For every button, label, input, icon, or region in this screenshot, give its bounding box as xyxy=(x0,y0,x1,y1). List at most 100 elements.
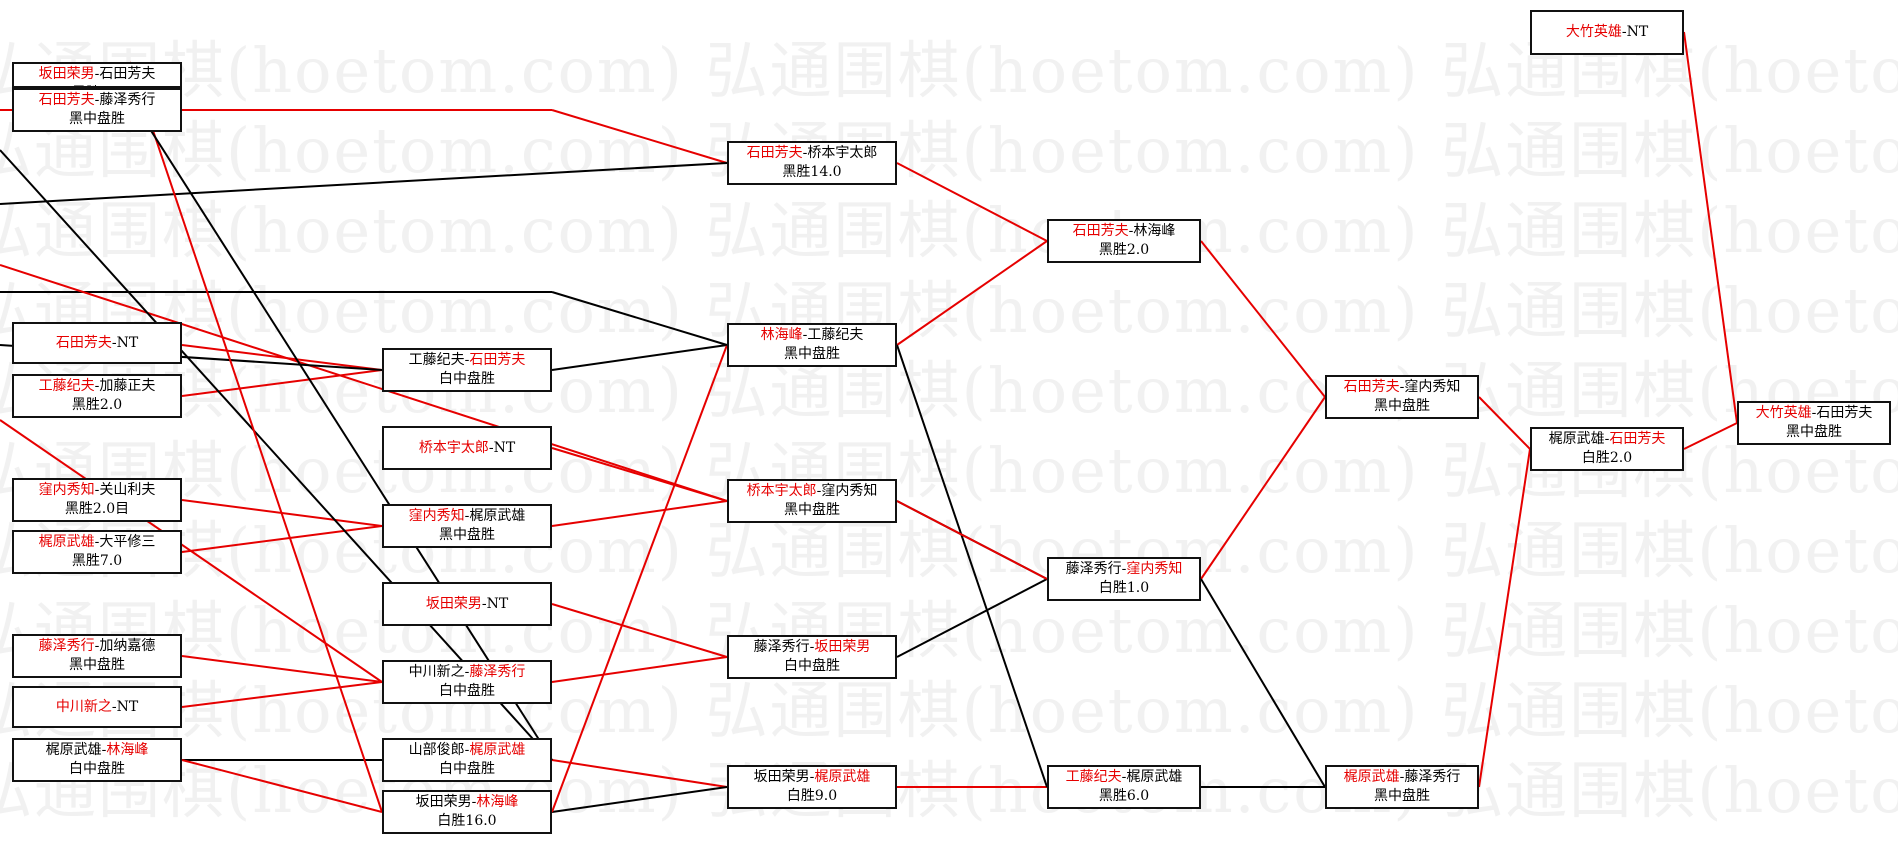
versus-dash: - xyxy=(94,378,100,394)
player-b: 窪内秀知 xyxy=(1404,379,1461,395)
player-b: 梶原武雄 xyxy=(469,508,526,524)
player-a: 石田芳夫 xyxy=(746,145,803,161)
versus-dash: - xyxy=(464,508,470,524)
versus-dash: - xyxy=(802,327,808,343)
match-players: 石田芳夫-林海峰 xyxy=(1049,222,1199,241)
match-box: 石田芳夫-藤泽秀行黑中盘胜 xyxy=(12,88,182,132)
versus-dash: - xyxy=(1604,431,1610,447)
match-result: 白中盘胜 xyxy=(439,371,495,387)
player-b: 加纳嘉德 xyxy=(99,638,156,654)
match-result: 黑中盘胜 xyxy=(1374,398,1430,414)
bracket-connector xyxy=(551,656,728,683)
bracket-connector xyxy=(551,603,728,658)
versus-dash: - xyxy=(94,534,100,550)
versus-dash: - xyxy=(101,742,107,758)
bracket-connector xyxy=(551,759,728,788)
player-b: 关山利夫 xyxy=(99,482,156,498)
match-result: 黑中盘胜 xyxy=(69,111,125,127)
match-result: 黑胜2.0 xyxy=(1098,242,1150,258)
match-box: 藤泽秀行-窪内秀知白胜1.0 xyxy=(1047,557,1201,601)
versus-dash: - xyxy=(111,699,117,715)
match-players: 石田芳夫-NT xyxy=(14,325,180,361)
player-b: 大平修三 xyxy=(99,534,156,550)
bracket-connector xyxy=(551,109,728,164)
versus-dash: - xyxy=(809,639,815,655)
bracket-connector xyxy=(551,344,728,813)
player-a: 石田芳夫 xyxy=(38,92,95,108)
player-a: 桥本宇太郎 xyxy=(418,440,489,456)
match-box: 中川新之-NT xyxy=(12,686,182,728)
match-players: 工藤纪夫-石田芳夫 xyxy=(384,351,550,370)
match-box: 石田芳夫-窪内秀知黑中盘胜 xyxy=(1325,375,1479,419)
versus-dash: - xyxy=(464,742,470,758)
versus-dash: - xyxy=(481,596,487,612)
versus-dash: - xyxy=(111,335,117,351)
match-result: 黑胜4.0 xyxy=(14,84,180,86)
bracket-connector xyxy=(119,81,553,761)
bracket-connector xyxy=(551,291,728,346)
match-box: 石田芳夫-桥本宇太郎黑胜14.0 xyxy=(727,141,897,185)
player-a: 中川新之 xyxy=(408,664,465,680)
match-box: 山部俊郎-梶原武雄白中盘胜 xyxy=(382,738,552,782)
player-a: 藤泽秀行 xyxy=(1065,561,1122,577)
bracket-connector xyxy=(896,240,1048,346)
match-box: 梶原武雄-藤泽秀行黑中盘胜 xyxy=(1325,765,1479,809)
player-a: 藤泽秀行 xyxy=(38,638,95,654)
player-a: 工藤纪夫 xyxy=(38,378,95,394)
bracket-connector xyxy=(0,264,728,502)
versus-dash: - xyxy=(471,794,477,810)
player-a: 中川新之 xyxy=(55,699,112,715)
player-b: 藤泽秀行 xyxy=(469,664,526,680)
match-box: 坂田荣男-梶原武雄白胜9.0 xyxy=(727,765,897,809)
match-players: 林海峰-工藤纪夫 xyxy=(729,326,895,345)
player-b: NT xyxy=(493,440,516,456)
player-a: 坂田荣男 xyxy=(38,66,95,82)
player-b: 林海峰 xyxy=(1133,223,1176,239)
versus-dash: - xyxy=(1399,769,1405,785)
versus-dash: - xyxy=(94,92,100,108)
match-result: 黑中盘胜 xyxy=(784,502,840,518)
match-players: 大竹英雄-NT xyxy=(1532,13,1682,52)
match-result: 黑中盘胜 xyxy=(1786,424,1842,440)
match-result: 白中盘胜 xyxy=(69,761,125,777)
player-a: 工藤纪夫 xyxy=(1065,769,1122,785)
player-a: 工藤纪夫 xyxy=(408,352,465,368)
match-players: 石田芳夫-窪内秀知 xyxy=(1327,378,1477,397)
versus-dash: - xyxy=(816,483,822,499)
match-box: 石田芳夫-NT xyxy=(12,322,182,364)
player-a: 梶原武雄 xyxy=(1343,769,1400,785)
match-result: 白中盘胜 xyxy=(439,683,495,699)
match-result: 白中盘胜 xyxy=(784,658,840,674)
match-box: 窪内秀知-梶原武雄黑中盘胜 xyxy=(382,504,552,548)
match-box: 坂田荣男-林海峰白胜16.0 xyxy=(382,790,552,834)
match-box: 工藤纪夫-梶原武雄黑胜6.0 xyxy=(1047,765,1201,809)
player-b: 坂田荣男 xyxy=(814,639,871,655)
match-players: 梶原武雄-藤泽秀行 xyxy=(1327,768,1477,787)
bracket-connector xyxy=(896,344,1048,788)
player-b: 工藤纪夫 xyxy=(807,327,864,343)
bracket-connector xyxy=(129,61,383,813)
match-players: 工藤纪夫-梶原武雄 xyxy=(1049,768,1199,787)
player-a: 石田芳夫 xyxy=(1072,223,1129,239)
player-a: 山部俊郎 xyxy=(408,742,465,758)
player-b: 加藤正夫 xyxy=(99,378,156,394)
match-players: 石田芳夫-藤泽秀行 xyxy=(14,91,180,110)
player-b: 桥本宇太郎 xyxy=(807,145,878,161)
match-box: 工藤纪夫-加藤正夫黑胜2.0 xyxy=(12,374,182,418)
player-a: 坂田荣男 xyxy=(415,794,472,810)
match-players: 窪内秀知-梶原武雄 xyxy=(384,507,550,526)
match-box: 梶原武雄-石田芳夫白胜2.0 xyxy=(1530,427,1684,471)
bracket-connector xyxy=(896,500,1048,580)
player-a: 坂田荣男 xyxy=(425,596,482,612)
match-players: 坂田荣男-梶原武雄 xyxy=(729,768,895,787)
player-a: 藤泽秀行 xyxy=(753,639,810,655)
match-result: 黑胜7.0 xyxy=(71,553,123,569)
player-b: NT xyxy=(116,699,139,715)
player-b: 藤泽秀行 xyxy=(99,92,156,108)
player-a: 窪内秀知 xyxy=(38,482,95,498)
match-box: 桥本宇太郎-NT xyxy=(382,426,552,470)
versus-dash: - xyxy=(1811,405,1817,421)
bracket-connector xyxy=(1478,396,1531,450)
player-a: 梶原武雄 xyxy=(1548,431,1605,447)
bracket-connector xyxy=(551,500,728,527)
